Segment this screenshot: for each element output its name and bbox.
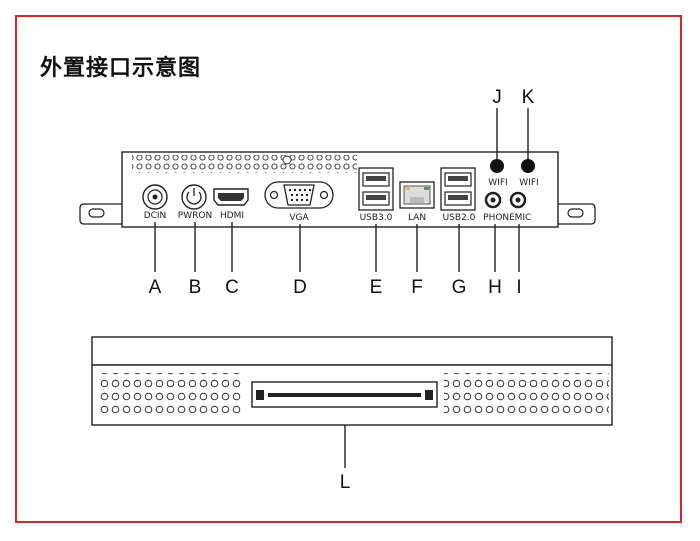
callout-l: L [340,472,351,493]
callout-b: B [189,277,202,298]
callout-a: A [149,277,162,298]
port-label-mic: MIC [515,213,532,223]
mounting-hole-right [567,208,584,218]
callout-h: H [488,277,502,298]
callout-j: J [492,87,502,108]
antenna-icon [490,159,504,173]
dc-jack-icon [142,184,168,210]
port-label-wifi-1: WIFI [488,178,507,188]
mounting-hole-left [88,208,105,218]
port-label-dcin: DCIN [144,211,167,221]
port-label-phone: PHONE [483,213,515,223]
port-label-usb2: USB2.0 [443,213,476,223]
rj45-port-icon [399,181,435,209]
callout-letters: A B C D E F G H I J K L [149,87,535,493]
audio-jack-icon [509,191,527,209]
vent-holes-right [444,373,609,413]
port-label-pwron: PWRON [178,211,212,221]
indicator-led [282,155,292,165]
port-label-vga: VGA [289,213,309,223]
power-button-icon [181,184,207,210]
callout-c: C [225,277,239,298]
leader-lines [154,108,529,468]
diagram-frame [15,15,682,523]
callout-e: E [370,277,383,298]
vga-port-icon [264,181,334,209]
callout-g: G [452,277,467,298]
mounting-ear-right [558,203,596,225]
io-panel [79,151,596,228]
port-label-wifi-2: WIFI [519,178,538,188]
bottom-panel [91,336,613,426]
vent-holes-left [100,373,243,413]
callout-f: F [411,277,423,298]
panel-lid [91,336,613,366]
port-label-usb3: USB3.0 [360,213,393,223]
usb-port-icon [358,167,394,211]
callout-d: D [293,277,307,298]
mounting-ear-left [79,203,122,225]
edge-connector-icon [251,381,438,408]
audio-jack-icon [484,191,502,209]
antenna-icon [521,159,535,173]
port-label-lan: LAN [408,213,426,223]
port-label-hdmi: HDMI [220,211,244,221]
callout-i: I [516,277,521,298]
page-title: 外置接口示意图 [40,56,202,81]
port-labels: DCIN PWRON HDMI VGA USB3.0 LAN USB2.0 PH… [144,178,539,223]
callout-k: K [522,87,535,108]
vent-holes-top [132,155,357,173]
hdmi-port-icon [213,188,249,206]
usb-port-icon [440,167,476,211]
